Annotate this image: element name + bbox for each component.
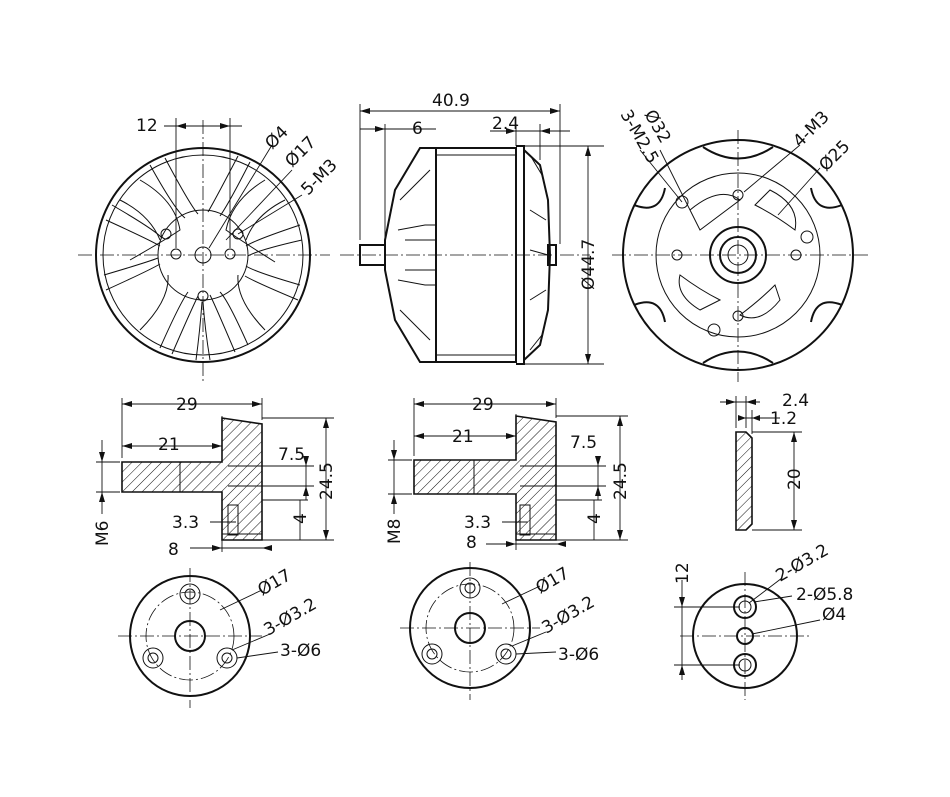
back-view: 3-M2.5 Ø32 4-M3 Ø25 <box>612 107 870 382</box>
back-dim-d25: Ø25 <box>815 137 854 176</box>
side-dim-2-4: 2.4 <box>492 114 519 134</box>
m6-dim-24-5: 24.5 <box>317 462 337 500</box>
side-dim-40-9: 40.9 <box>432 91 470 111</box>
m6-dim-7-5: 7.5 <box>278 445 305 465</box>
flange-m8-dim-3d3-2: 3-Ø3.2 <box>539 592 599 638</box>
front-dim-d4: Ø4 <box>261 122 292 153</box>
front-dim-12: 12 <box>136 116 158 136</box>
plate-front-dim-2d3-2: 2-Ø3.2 <box>773 540 833 586</box>
plate-front-view: 12 2-Ø3.2 2-Ø5.8 Ø4 <box>673 540 853 700</box>
flange-m6-dim-3d3-2: 3-Ø3.2 <box>261 594 321 640</box>
m6-dim-thread: M6 <box>93 521 113 546</box>
m8-dim-24-5: 24.5 <box>611 462 631 500</box>
front-view: 12 Ø4 Ø17 5-M3 <box>78 116 342 382</box>
m8-dim-4: 4 <box>585 513 605 524</box>
plate-front-dim-d4: Ø4 <box>822 605 846 625</box>
flange-m8-dim-3d6: 3-Ø6 <box>558 645 599 665</box>
m8-dim-thread: M8 <box>385 519 405 544</box>
mount-section-m6: 29 21 7.5 24.5 M6 3.3 4 8 <box>93 395 337 560</box>
plate-dim-1-2: 1.2 <box>770 409 797 429</box>
plate-front-dim-12: 12 <box>673 562 693 584</box>
m6-dim-29: 29 <box>176 395 198 415</box>
side-view: 40.9 6 2.4 Ø44.7 <box>340 91 604 365</box>
side-dim-6: 6 <box>412 119 423 139</box>
m8-dim-3-3: 3.3 <box>464 513 491 533</box>
flange-front-m6: Ø17 3-Ø3.2 3-Ø6 <box>118 566 321 708</box>
m6-dim-21: 21 <box>158 435 180 455</box>
m6-dim-8: 8 <box>168 540 179 560</box>
side-dim-d44-7: Ø44.7 <box>579 239 599 290</box>
m6-dim-3-3: 3.3 <box>172 513 199 533</box>
plate-dim-20: 20 <box>785 468 805 490</box>
flange-m6-dim-d17: Ø17 <box>255 566 295 601</box>
mount-section-m8: 29 21 7.5 24.5 M8 3.3 4 8 <box>385 395 631 553</box>
m6-dim-4: 4 <box>291 513 311 524</box>
m8-dim-29: 29 <box>472 395 494 415</box>
plate-front-dim-2d5-8: 2-Ø5.8 <box>796 585 853 605</box>
m8-dim-7-5: 7.5 <box>570 433 597 453</box>
m8-dim-21: 21 <box>452 427 474 447</box>
plate-side-view: 2.4 1.2 20 <box>720 391 809 531</box>
flange-front-m8: Ø17 3-Ø3.2 3-Ø6 <box>400 562 599 700</box>
back-dim-4m3: 4-M3 <box>789 107 833 151</box>
flange-m6-dim-3d6: 3-Ø6 <box>280 641 321 661</box>
plate-dim-2-4: 2.4 <box>782 391 809 411</box>
m8-dim-8: 8 <box>466 533 477 553</box>
flange-m8-dim-d17: Ø17 <box>533 564 573 599</box>
